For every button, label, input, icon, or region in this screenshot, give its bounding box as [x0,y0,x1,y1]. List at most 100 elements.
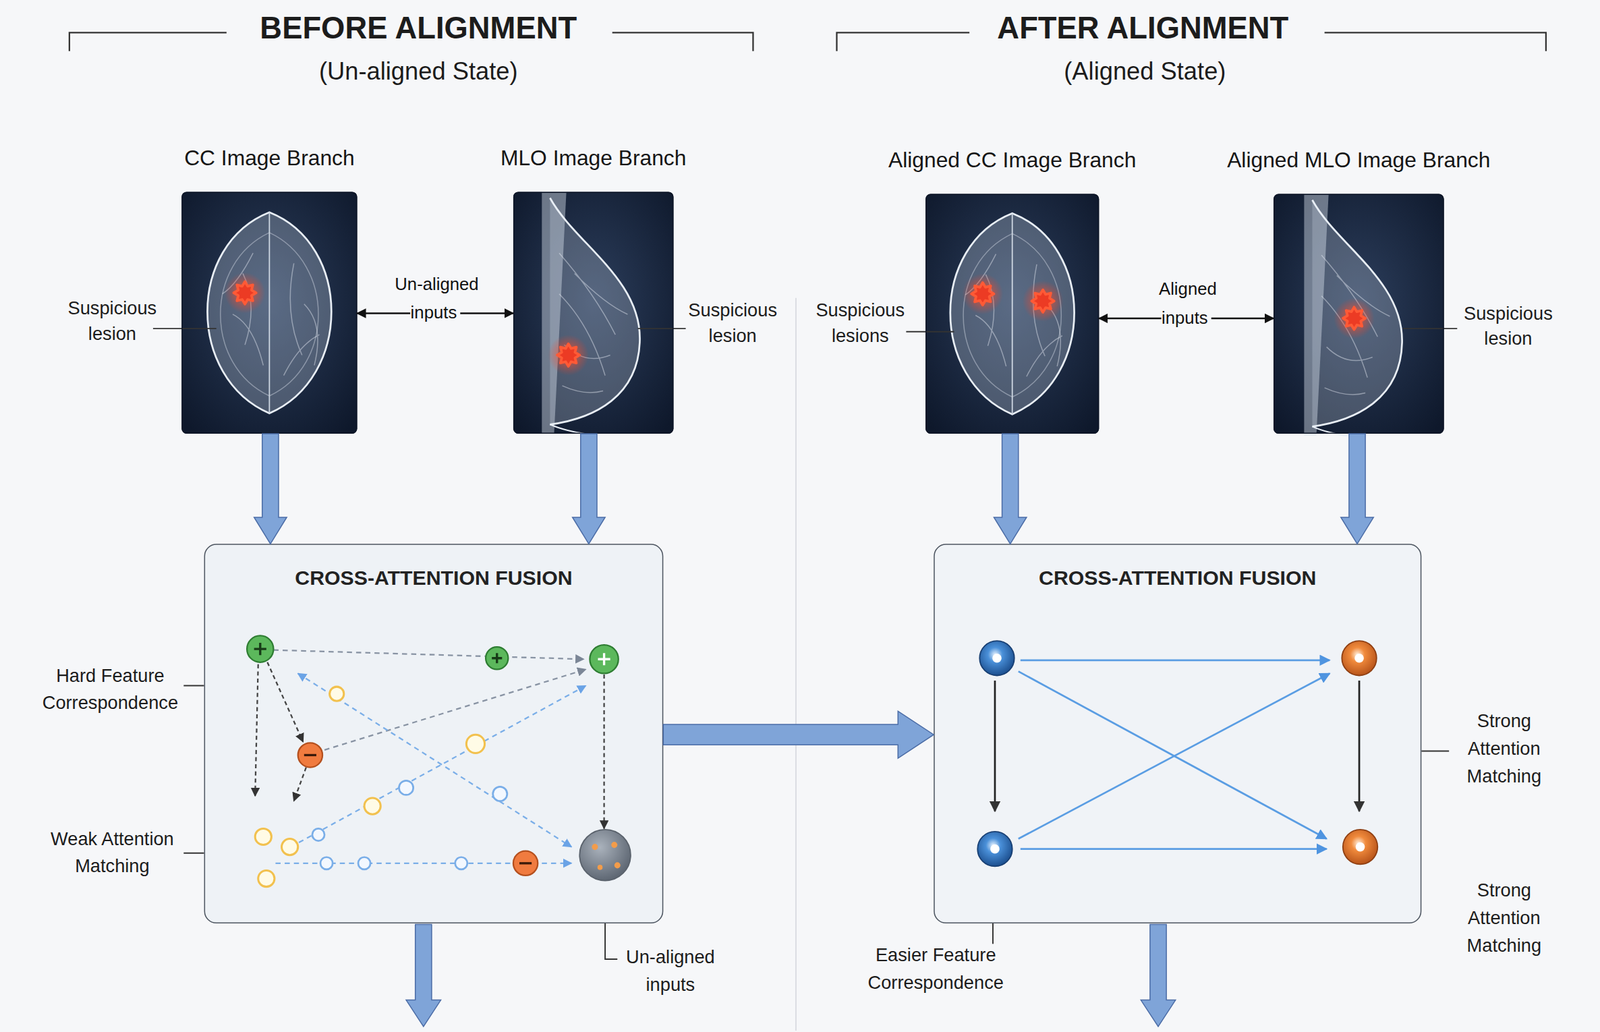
feature-dot [597,864,604,871]
section-subtitle: (Un-aligned State) [319,55,519,87]
feature-point [493,786,508,801]
plus-symbol [485,646,508,670]
feature-node-core [992,653,1002,664]
plus-symbol [246,635,274,662]
lesion-marker [547,334,589,376]
block-arrow [1340,433,1374,544]
section-title: BEFORE ALIGNMENT [259,10,577,47]
attention-line [1020,847,1327,850]
image-panel [925,193,1099,434]
branch-heading: Aligned MLO Image Branch [1226,147,1491,173]
attention-line [994,680,997,812]
output-arrow [1140,924,1176,1027]
fusion-title: CROSS-ATTENTION FUSION [934,566,1421,591]
plus-symbol [598,652,611,666]
output-arrow [406,924,441,1027]
attention-line [254,664,259,796]
branch-heading: CC Image Branch [184,145,355,170]
plus-symbol [254,642,267,655]
attention-line [603,674,605,829]
lesion-marker [1022,280,1064,322]
edge-label: Un-aligned inputs [391,274,479,323]
minus-symbol [513,851,538,876]
cc-breast-illustration [950,213,1075,415]
branch-heading: MLO Image Branch [500,145,687,170]
strong-attention-lines [994,660,1360,850]
image-branch-box: CC Image Branch [181,191,357,434]
callout-label: Suspicious lesion [1452,300,1565,353]
minus-symbol [298,742,323,767]
edge-label-box: Un-aligned inputs [384,270,487,328]
feature-point [399,780,414,795]
block-arrow [572,433,606,544]
minus-symbol [304,754,317,757]
feature-blob [579,829,631,881]
feature-point [312,828,325,841]
block-arrow [993,433,1026,544]
feature-node-core [990,844,1000,854]
leader-line [905,331,954,333]
mlo-breast-illustration [1303,193,1402,436]
leader-line [638,327,687,330]
feature-point [466,734,485,753]
feature-node [977,831,1012,867]
feature-node [1341,640,1377,676]
leader-line [1403,327,1457,330]
divider-line [795,298,797,1031]
leader-lines [153,328,1457,960]
feature-points [312,780,508,870]
attention-line [324,669,586,751]
attention-line [1020,659,1330,662]
callout-label: Hard Feature Correspondence [33,662,187,718]
attention-line [294,767,307,802]
feature-point [455,857,468,870]
image-branch-box: Aligned MLO Image Branch [1273,193,1445,434]
lesion-marker [224,272,266,314]
callout-label: Un-aligned inputs [614,943,727,999]
feature-node-core [1355,842,1366,852]
plus-symbol [589,644,618,674]
feature-node [1343,829,1378,865]
feature-point [364,797,381,815]
feature-dot [611,841,618,848]
plus-symbol [491,652,502,664]
fusion-title: CROSS-ATTENTION FUSION [205,566,663,591]
fusion-box: CROSS-ATTENTION FUSION [204,543,664,924]
fusion-panel [933,543,1422,924]
negative-features [298,742,539,876]
lesion-marker [962,273,1004,315]
fusion-panel [204,543,664,924]
leader-line [153,327,217,330]
attention-line [298,673,572,847]
callout-label: Suspicious lesion [55,296,168,348]
positive-features [246,635,619,674]
feature-point [329,686,345,701]
callout-label: Strong Attention Matching [1452,876,1555,960]
image-branch-box: Aligned CC Image Branch [925,193,1099,434]
callout-label: Weak Attention Matching [35,825,189,881]
feature-points [254,686,485,888]
attention-line [273,650,584,660]
cc-breast-illustration [207,212,332,414]
feature-point [358,857,371,870]
callout-label: Easier Feature Correspondence [853,941,1018,997]
callout-label: Suspicious lesions [804,298,917,350]
feature-dot [614,862,621,869]
block-arrow [663,710,934,759]
callout-label: Strong Attention Matching [1452,707,1555,791]
callout-label: Suspicious lesion [676,298,789,350]
section-subtitle: (Aligned State) [1063,55,1226,87]
edge-label-box: Aligned inputs [1140,275,1233,333]
unaligned-blob [579,829,631,881]
section-title: AFTER ALIGNMENT [996,10,1289,47]
feature-point [254,828,272,845]
feature-node [979,640,1014,676]
feature-point [281,839,299,856]
lesion-marker [1333,298,1375,340]
attention-line [290,686,586,848]
feature-point [320,857,333,870]
image-panel [181,191,357,434]
